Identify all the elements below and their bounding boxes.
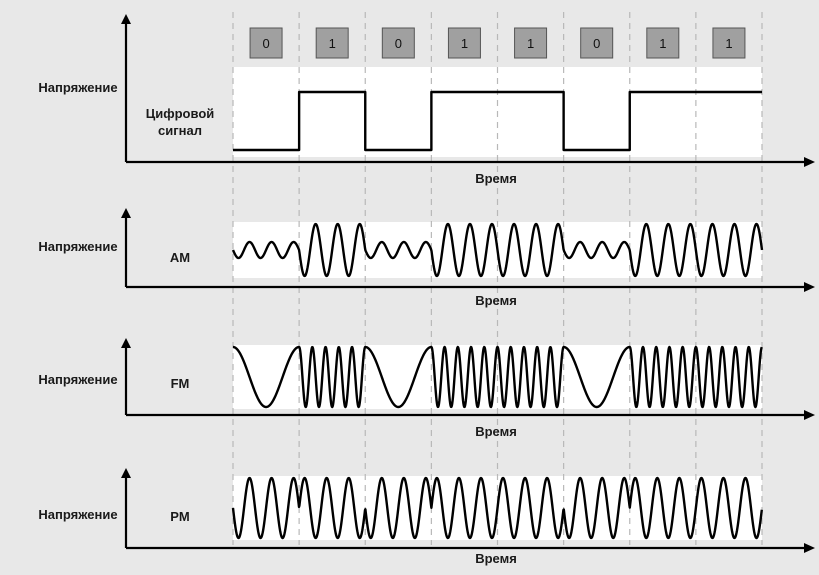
time-axis-label: Время <box>475 171 517 186</box>
time-axis-label: Время <box>475 424 517 439</box>
bit-box <box>447 27 481 59</box>
voltage-axis-label: Напряжение <box>38 507 117 522</box>
bit-value: 1 <box>725 36 732 51</box>
panel-title: AM <box>170 250 190 265</box>
panel-title: сигнал <box>158 123 202 138</box>
x-axis-arrow <box>804 543 815 553</box>
x-axis-arrow <box>804 157 815 167</box>
bit-box <box>315 27 349 59</box>
bit-value: 0 <box>593 36 600 51</box>
digital-signal-wave <box>233 90 762 152</box>
fm-signal-wave <box>232 345 763 409</box>
bit-value: 1 <box>461 36 468 51</box>
y-axis-arrow <box>121 338 131 348</box>
voltage-axis-label: Напряжение <box>38 372 117 387</box>
panel-title: Цифровой <box>146 106 215 121</box>
bit-value: 0 <box>262 36 269 51</box>
pm-signal-wave <box>231 476 763 540</box>
x-axis-arrow <box>804 410 815 420</box>
bit-box <box>514 27 548 59</box>
voltage-axis-label: Напряжение <box>38 80 117 95</box>
bit-value: 1 <box>659 36 666 51</box>
bit-value: 0 <box>395 36 402 51</box>
voltage-axis-label: Напряжение <box>38 239 117 254</box>
time-axis-label: Время <box>475 551 517 566</box>
bit-box <box>712 27 746 59</box>
panel-title: FM <box>171 376 190 391</box>
panel-title: PM <box>170 509 190 524</box>
bit-box <box>580 27 614 59</box>
x-axis-arrow <box>804 282 815 292</box>
am-signal-wave <box>231 222 764 278</box>
bit-box <box>249 27 283 59</box>
y-axis-arrow <box>121 14 131 24</box>
y-axis-arrow <box>121 208 131 218</box>
time-axis-label: Время <box>475 293 517 308</box>
bit-value: 1 <box>329 36 336 51</box>
bit-box <box>381 27 415 59</box>
bit-box <box>646 27 680 59</box>
y-axis-arrow <box>121 468 131 478</box>
bit-value: 1 <box>527 36 534 51</box>
